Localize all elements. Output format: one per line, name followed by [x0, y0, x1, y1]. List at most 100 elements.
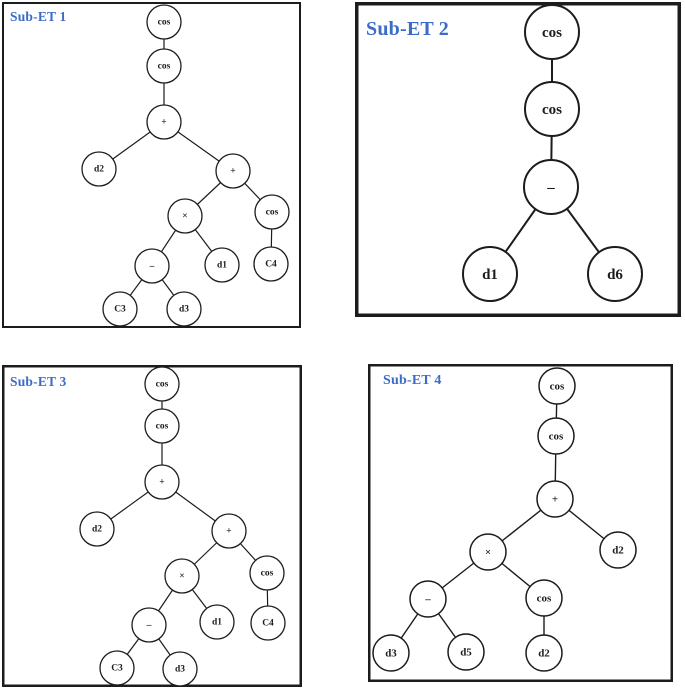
node-circle — [81, 151, 117, 187]
tree-node-–: – — [131, 607, 167, 643]
node-circle — [144, 408, 180, 444]
tree-node-cos: cos — [525, 579, 563, 617]
node-label: C3 — [114, 305, 126, 315]
panel-sub-et-2: Sub-ET 2 cos cos – d1 d6 — [355, 2, 681, 317]
node-label: – — [546, 180, 555, 196]
expression-tree-svg: cos cos – d1 d6 — [355, 2, 681, 317]
node-label: cos — [549, 431, 564, 443]
node-circle — [372, 634, 410, 672]
node-circle — [146, 104, 182, 140]
node-label: d1 — [217, 261, 227, 271]
node-label: d2 — [94, 165, 104, 175]
tree-node-d6: d6 — [587, 246, 643, 302]
tree-node-×: × — [167, 198, 203, 234]
tree-node-+: + — [211, 513, 247, 549]
node-label: C4 — [262, 619, 274, 629]
node-label: cos — [542, 102, 562, 118]
node-circle — [525, 634, 563, 672]
node-circle — [462, 246, 518, 302]
tree-node-×: × — [164, 558, 200, 594]
node-label: + — [159, 478, 164, 488]
node-circle — [538, 367, 576, 405]
node-label: d3 — [175, 665, 185, 675]
node-circle — [525, 579, 563, 617]
tree-node-cos: cos — [524, 4, 580, 60]
tree-node-cos: cos — [538, 367, 576, 405]
node-circle — [215, 153, 251, 189]
panel-border — [2, 2, 301, 328]
node-circle — [523, 159, 579, 215]
tree-node-cos: cos — [144, 366, 180, 402]
node-label: cos — [158, 62, 171, 72]
node-label: + — [226, 527, 231, 537]
node-circle — [99, 650, 135, 686]
node-circle — [164, 558, 200, 594]
node-label: d2 — [612, 545, 624, 557]
node-label: d6 — [607, 267, 623, 283]
node-label: cos — [156, 422, 169, 432]
node-circle — [144, 366, 180, 402]
node-label: d3 — [385, 648, 397, 660]
node-label: cos — [261, 569, 274, 579]
node-circle — [102, 291, 138, 327]
node-circle — [204, 247, 240, 283]
node-label: – — [146, 621, 152, 631]
node-label: d1 — [482, 267, 498, 283]
tree-node-cos: cos — [524, 81, 580, 137]
panel-border — [355, 2, 681, 317]
tree-node-–: – — [523, 159, 579, 215]
tree-node-cos: cos — [254, 194, 290, 230]
tree-node-d1: d1 — [199, 604, 235, 640]
node-label: cos — [550, 381, 565, 393]
tree-node-d2: d2 — [81, 151, 117, 187]
tree-node-d1: d1 — [462, 246, 518, 302]
node-circle — [249, 555, 285, 591]
node-label: C4 — [265, 260, 277, 270]
tree-node-+: + — [146, 104, 182, 140]
node-circle — [131, 607, 167, 643]
node-circle — [250, 605, 286, 641]
node-circle — [144, 464, 180, 500]
tree-node-–: – — [409, 580, 447, 618]
tree-node-d3: d3 — [166, 291, 202, 327]
node-label: d3 — [179, 305, 189, 315]
node-label: + — [161, 118, 166, 128]
node-circle — [469, 533, 507, 571]
node-label: C3 — [111, 664, 123, 674]
node-circle — [166, 291, 202, 327]
node-label: + — [552, 494, 558, 506]
node-circle — [537, 417, 575, 455]
tree-node-cos: cos — [144, 408, 180, 444]
node-label: – — [424, 594, 431, 606]
tree-node-cos: cos — [146, 48, 182, 84]
tree-node-C4: C4 — [250, 605, 286, 641]
tree-node-C3: C3 — [102, 291, 138, 327]
node-circle — [524, 4, 580, 60]
node-circle — [146, 48, 182, 84]
node-label: + — [230, 167, 235, 177]
panel-title-sub-et-4: Sub-ET 4 — [383, 373, 442, 388]
node-circle — [162, 651, 198, 687]
tree-node-d2: d2 — [79, 511, 115, 547]
node-label: × — [182, 212, 187, 222]
node-circle — [146, 4, 182, 40]
node-label: d2 — [92, 525, 102, 535]
node-circle — [254, 194, 290, 230]
node-label: cos — [158, 18, 171, 28]
node-label: cos — [537, 593, 552, 605]
node-label: × — [179, 572, 184, 582]
node-circle — [253, 246, 289, 282]
tree-node-–: – — [134, 248, 170, 284]
tree-node-d2: d2 — [599, 531, 637, 569]
node-label: d5 — [460, 647, 472, 659]
tree-node-C3: C3 — [99, 650, 135, 686]
tree-node-d5: d5 — [447, 633, 485, 671]
node-label: × — [485, 547, 491, 559]
panel-border — [368, 364, 673, 682]
node-label: – — [149, 262, 155, 272]
panel-title-sub-et-2: Sub-ET 2 — [366, 18, 449, 40]
